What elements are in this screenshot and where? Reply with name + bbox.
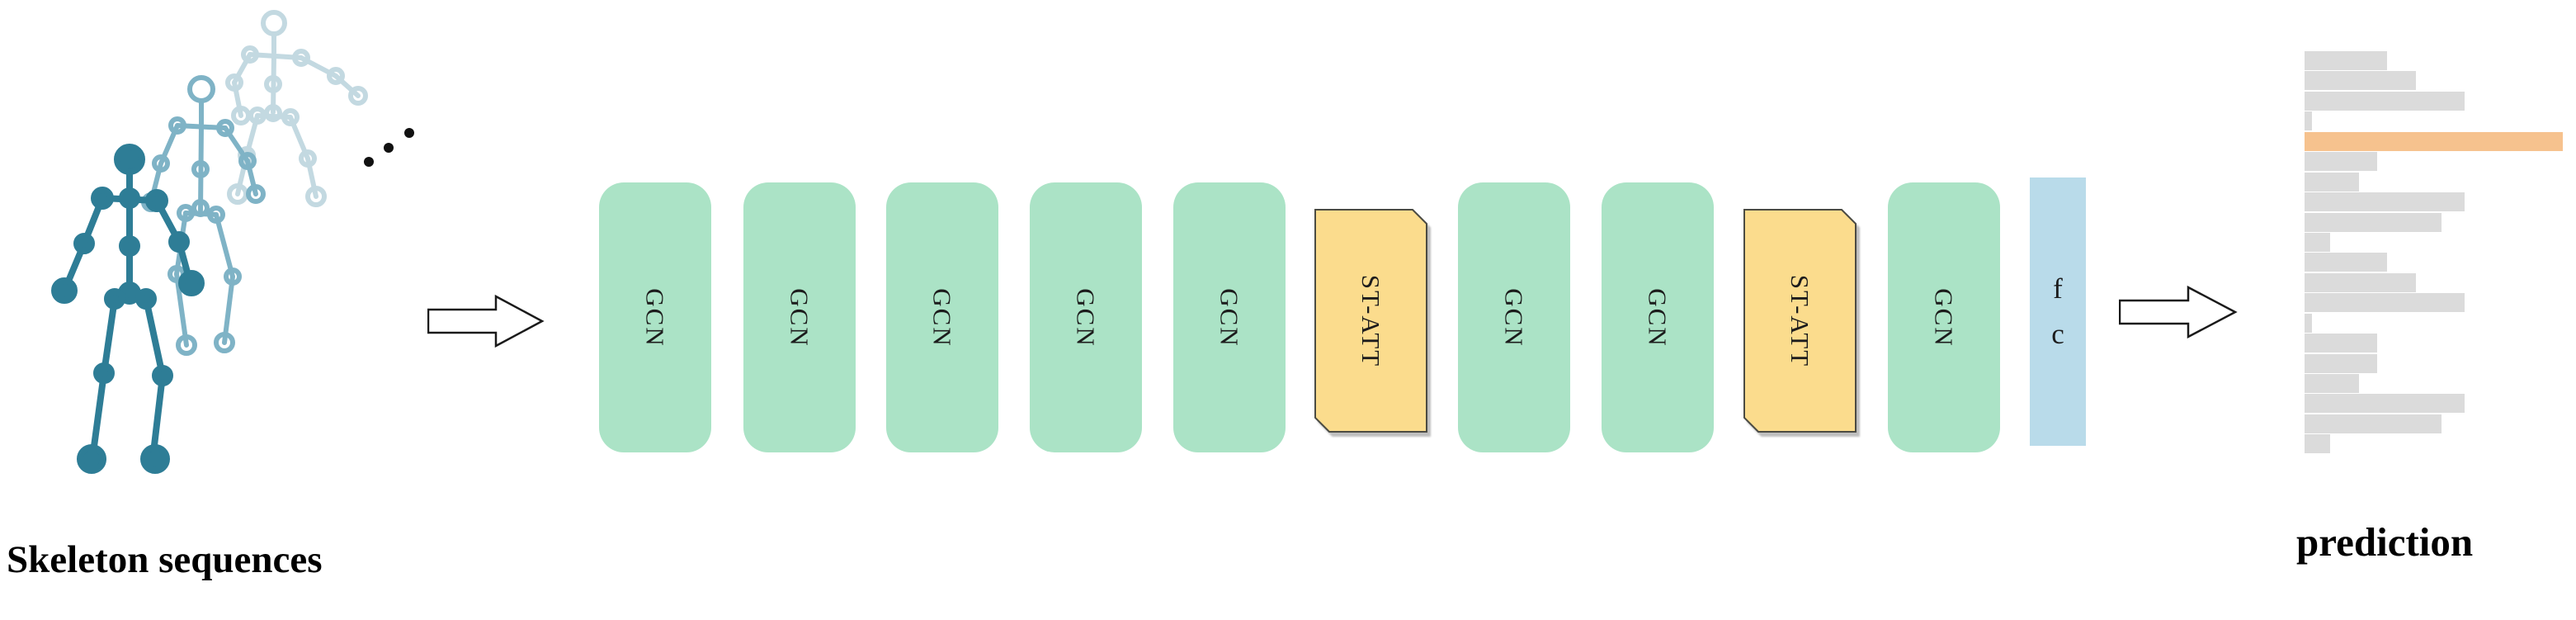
prediction-bar-1 xyxy=(2305,51,2387,70)
prediction-bar-18 xyxy=(2305,394,2465,414)
prediction-bar-17 xyxy=(2305,374,2359,393)
block-gcn-8: GCN xyxy=(1602,182,1714,452)
block-gcn-3: GCN xyxy=(886,182,998,452)
block-label: GCN xyxy=(1499,287,1529,348)
block-label: GCN xyxy=(1643,287,1673,348)
block-label: GCN xyxy=(1071,287,1101,348)
skeleton-sequence-figures xyxy=(51,10,414,474)
prediction-bar-3 xyxy=(2305,91,2465,111)
input-caption: Skeleton sequences xyxy=(7,538,323,581)
ellipsis-dots xyxy=(364,128,414,167)
block-label: ST-ATT xyxy=(1786,274,1815,367)
prediction-bar-16 xyxy=(2305,353,2377,373)
block-gcn-7: GCN xyxy=(1458,182,1570,452)
block-label: GCN xyxy=(785,287,814,348)
block-st-att-9: ST-ATT xyxy=(1743,209,1857,433)
prediction-bar-14 xyxy=(2305,313,2312,333)
prediction-bar-6 xyxy=(2305,152,2377,172)
prediction-bar-2 xyxy=(2305,71,2416,91)
flow-arrow-right xyxy=(2119,286,2238,338)
block-label: GCN xyxy=(640,287,670,348)
block-label: GCN xyxy=(1215,287,1244,348)
prediction-bar-4 xyxy=(2305,111,2312,131)
prediction-bar-chart xyxy=(2305,51,2563,454)
output-caption: prediction xyxy=(2296,519,2474,565)
block-label: GCN xyxy=(1929,287,1959,348)
prediction-bar-8 xyxy=(2305,192,2465,212)
prediction-bar-9 xyxy=(2305,212,2442,232)
prediction-bar-13 xyxy=(2305,293,2465,313)
prediction-bar-12 xyxy=(2305,272,2416,292)
block-label: ST-ATT xyxy=(1356,274,1386,367)
block-gcn-4: GCN xyxy=(1030,182,1142,452)
prediction-bar-11 xyxy=(2305,253,2387,272)
flow-arrow-left xyxy=(427,294,545,348)
block-gcn-10: GCN xyxy=(1888,182,2000,452)
block-gcn-2: GCN xyxy=(743,182,856,452)
prediction-bar-19 xyxy=(2305,414,2442,433)
prediction-bar-7 xyxy=(2305,172,2359,192)
prediction-bar-20 xyxy=(2305,434,2330,454)
block-gcn-1: GCN xyxy=(599,182,711,452)
block-st-att-6: ST-ATT xyxy=(1314,209,1427,433)
prediction-bar-10 xyxy=(2305,232,2330,252)
block-gcn-5: GCN xyxy=(1173,182,1286,452)
prediction-bar-highlight xyxy=(2305,131,2563,151)
block-label: GCN xyxy=(927,287,957,348)
prediction-bar-15 xyxy=(2305,334,2377,353)
